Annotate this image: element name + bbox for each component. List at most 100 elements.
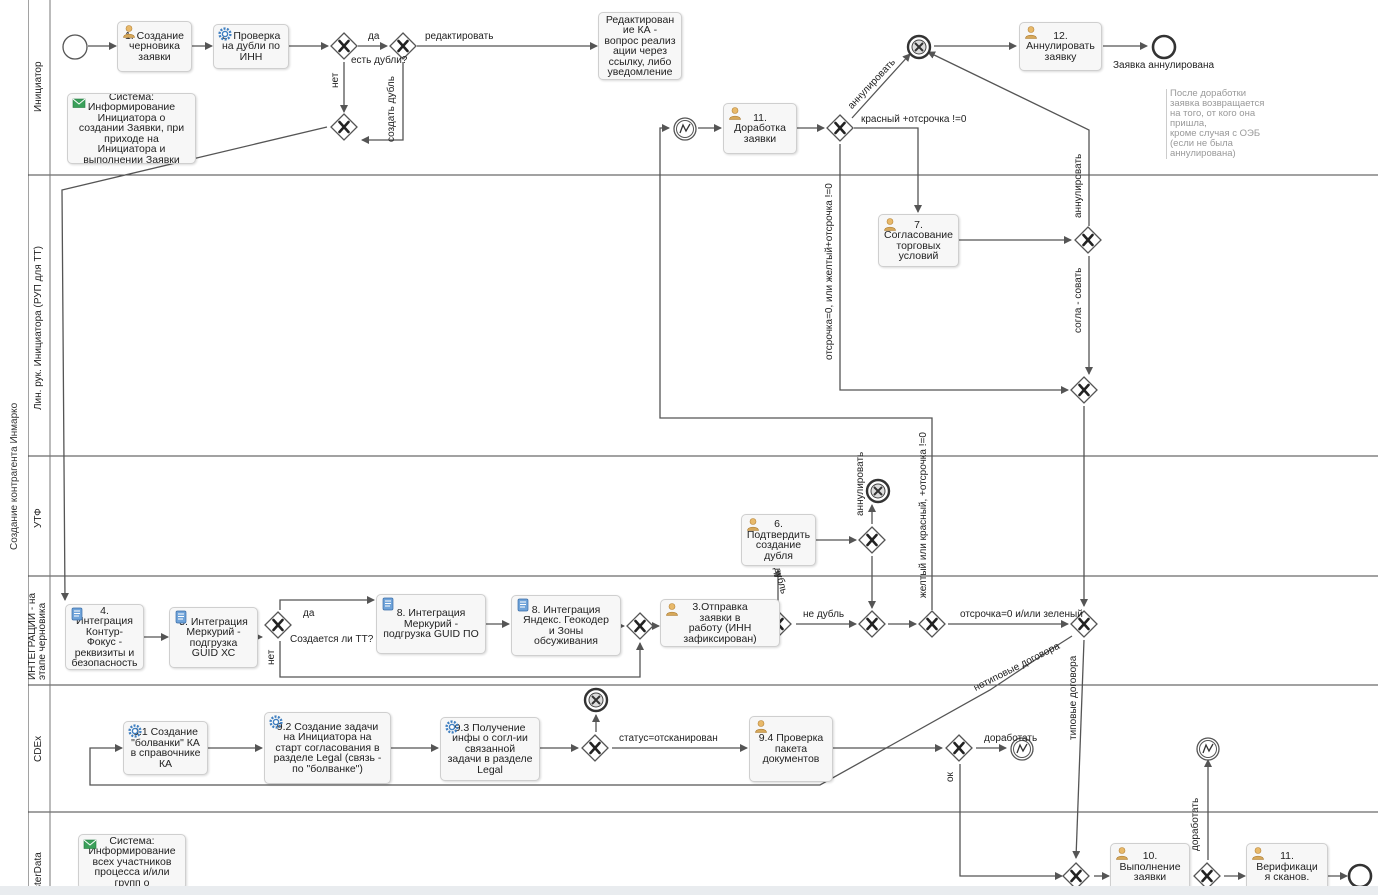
task-label: 10. Выполнение заявки [1119,850,1181,884]
cancel-end-icon[interactable] [864,477,892,505]
task-check-duplicates[interactable]: 2. Проверка на дубли по ИНН [213,24,289,69]
start-event-icon[interactable] [61,33,89,61]
flow-label-yes-2: да [303,608,315,619]
gear-icon [218,27,232,41]
lane-label-utf: УТФ [33,508,44,528]
gateway-x-icon[interactable] [581,734,609,762]
task-rework-request[interactable]: 11. Доработка заявки [723,103,797,154]
task-label: 6. Подтвердить создание дубля [746,518,811,562]
gateway-x-icon[interactable] [626,612,654,640]
gear-icon [269,715,283,729]
script-icon [381,597,395,611]
task-confirm-duplicate[interactable]: 6. Подтвердить создание дубля [741,514,816,566]
link-event-icon[interactable] [671,115,699,143]
flow-label-no: нет [330,72,341,88]
task-label: 11. Доработка заявки [734,111,786,145]
mail-icon [83,837,97,851]
user-icon [1251,846,1265,860]
flow-label-yellow-red: желтый или красный, +отсрочка !=0 [918,432,929,598]
task-approve-trade-terms[interactable]: 7. Согласование торговых условий [878,214,959,267]
gateway-x-icon[interactable] [1070,610,1098,638]
task-verify-scans[interactable]: 11. Верификаци я сканов. [1246,843,1328,891]
task-label: 7. Согласование торговых условий [884,218,953,262]
task-integration-yandex[interactable]: 8. Интеграция Яндекс. Геокодер и Зоны об… [511,595,621,656]
script-icon [174,610,188,624]
window-bottom-edge [0,886,1378,895]
task-send-to-work[interactable]: 3.Отправка заявки в работу (ИНН зафиксир… [660,599,780,647]
lane-label-integrations: ИНТЕГРАЦИИ - на этапе черновика [27,580,48,680]
user-icon [665,602,679,616]
gateway-x-icon[interactable] [826,114,854,142]
flow-label-annul-3: аннулировать [855,451,866,516]
task-create-stub-ka[interactable]: 9.1 Создание "болванки" КА в справочнике… [123,721,208,775]
annotation-note: После доработки заявка возвращается на т… [1166,89,1295,159]
mail-icon [72,96,86,110]
task-label: 11. Верификаци я сканов. [1256,850,1318,884]
flow-label-deferral-zero: отсрочка=0, или желтый+отсрочка !=0 [824,183,835,360]
user-icon [883,217,897,231]
pool-title: Создание контрагента Инмарко [9,402,20,550]
gateway-x-icon[interactable] [389,32,417,60]
flow-label-create-duplicate: создать дубль [386,76,397,142]
link-event-icon[interactable] [1008,735,1036,763]
task-label: 5. Интеграция Меркурий - подгрузка GUID … [179,615,248,659]
gateway-x-icon[interactable] [1074,226,1102,254]
lane-label-manager: Лин. рук. Инициатора (РУП для ТТ) [33,246,44,410]
cancel-end-icon[interactable] [582,686,610,714]
user-icon [122,24,136,38]
task-system-notify-initiator[interactable]: Система: Информирование Инициатора о соз… [67,93,196,164]
gateway-x-icon[interactable] [858,610,886,638]
gateway-x-icon[interactable] [1070,376,1098,404]
flow-label-no-2: нет [266,649,277,665]
flow-label-approve: согла - совать [1073,267,1084,333]
flow-label-create-tt: Создается ли ТТ? [290,634,374,645]
task-integration-kontur[interactable]: 4. Интеграция Контур- Фокус - реквизиты … [65,604,144,670]
task-edit-ka[interactable]: Редактирован ие КА - вопрос реализ ации … [598,12,682,80]
gear-icon [445,720,459,734]
flow-label-rework-1: доработать [984,733,1038,744]
task-label: Редактирован ие КА - вопрос реализ ации … [604,13,676,78]
task-label: 4. Интеграция Контур- Фокус - реквизиты … [71,604,138,669]
user-icon [746,517,760,531]
task-create-legal-task[interactable]: 9.2 Создание задачи на Инициатора на ста… [264,712,391,784]
flow-label-edit: редактировать [425,31,494,42]
flow-label-not-duplicate: не дубль [803,609,845,620]
gateway-x-icon[interactable] [858,526,886,554]
task-integration-mercury-hs[interactable]: 5. Интеграция Меркурий - подгрузка GUID … [169,607,258,668]
task-label: 8. Интеграция Меркурий - подгрузка GUID … [383,607,479,641]
end-event-icon[interactable] [1150,33,1178,61]
user-icon [754,719,768,733]
task-create-draft[interactable]: 1. Создание черновика заявки [117,21,192,72]
flow-label-yes: да [368,31,380,42]
gateway-x-icon[interactable] [330,32,358,60]
task-label: Система: Информирование Инициатора о соз… [78,93,185,164]
task-label: 3.Отправка заявки в работу (ИНН зафиксир… [683,601,757,645]
flow-label-deferral-green: отсрочка=0 и/или зеленый [960,609,1083,620]
flow-label-annul-2: аннулировать [1073,153,1084,218]
gateway-x-icon[interactable] [330,113,358,141]
gateway-x-icon[interactable] [918,610,946,638]
gateway-x-icon[interactable] [945,734,973,762]
task-system-notify-all[interactable]: Система: Информирование всех участников … [78,834,186,890]
flow-lines [60,42,1348,880]
task-integration-mercury-po[interactable]: 8. Интеграция Меркурий - подгрузка GUID … [376,594,486,654]
task-execute-request[interactable]: 10. Выполнение заявки [1110,843,1190,891]
task-annul-request[interactable]: 12. Аннулировать заявку [1019,22,1102,71]
script-icon [516,598,530,612]
task-label: 12. Аннулировать заявку [1026,29,1095,63]
flow-label-red-deferral: красный +отсрочка !=0 [861,114,967,125]
end-event-label: Заявка аннулирована [1113,60,1215,71]
lane-label-initiator: Инициатор [33,61,44,112]
script-icon [70,607,84,621]
lane-dividers [27,0,1378,895]
task-check-docs[interactable]: 9.4 Проверка пакета документов [749,716,833,782]
task-get-legal-info[interactable]: 9.3 Получение инфы о согл-ии связанной з… [440,717,540,781]
gateway-x-icon[interactable] [264,611,292,639]
flow-label-ok: ок [945,772,956,782]
task-label: 8. Интеграция Яндекс. Геокодер и Зоны об… [523,603,609,647]
link-event-icon[interactable] [1194,735,1222,763]
lane-label-cdex: CDEx [33,735,44,762]
cancel-end-icon[interactable] [905,33,933,61]
task-label: 9.2 Создание задачи на Инициатора на ста… [273,720,382,775]
